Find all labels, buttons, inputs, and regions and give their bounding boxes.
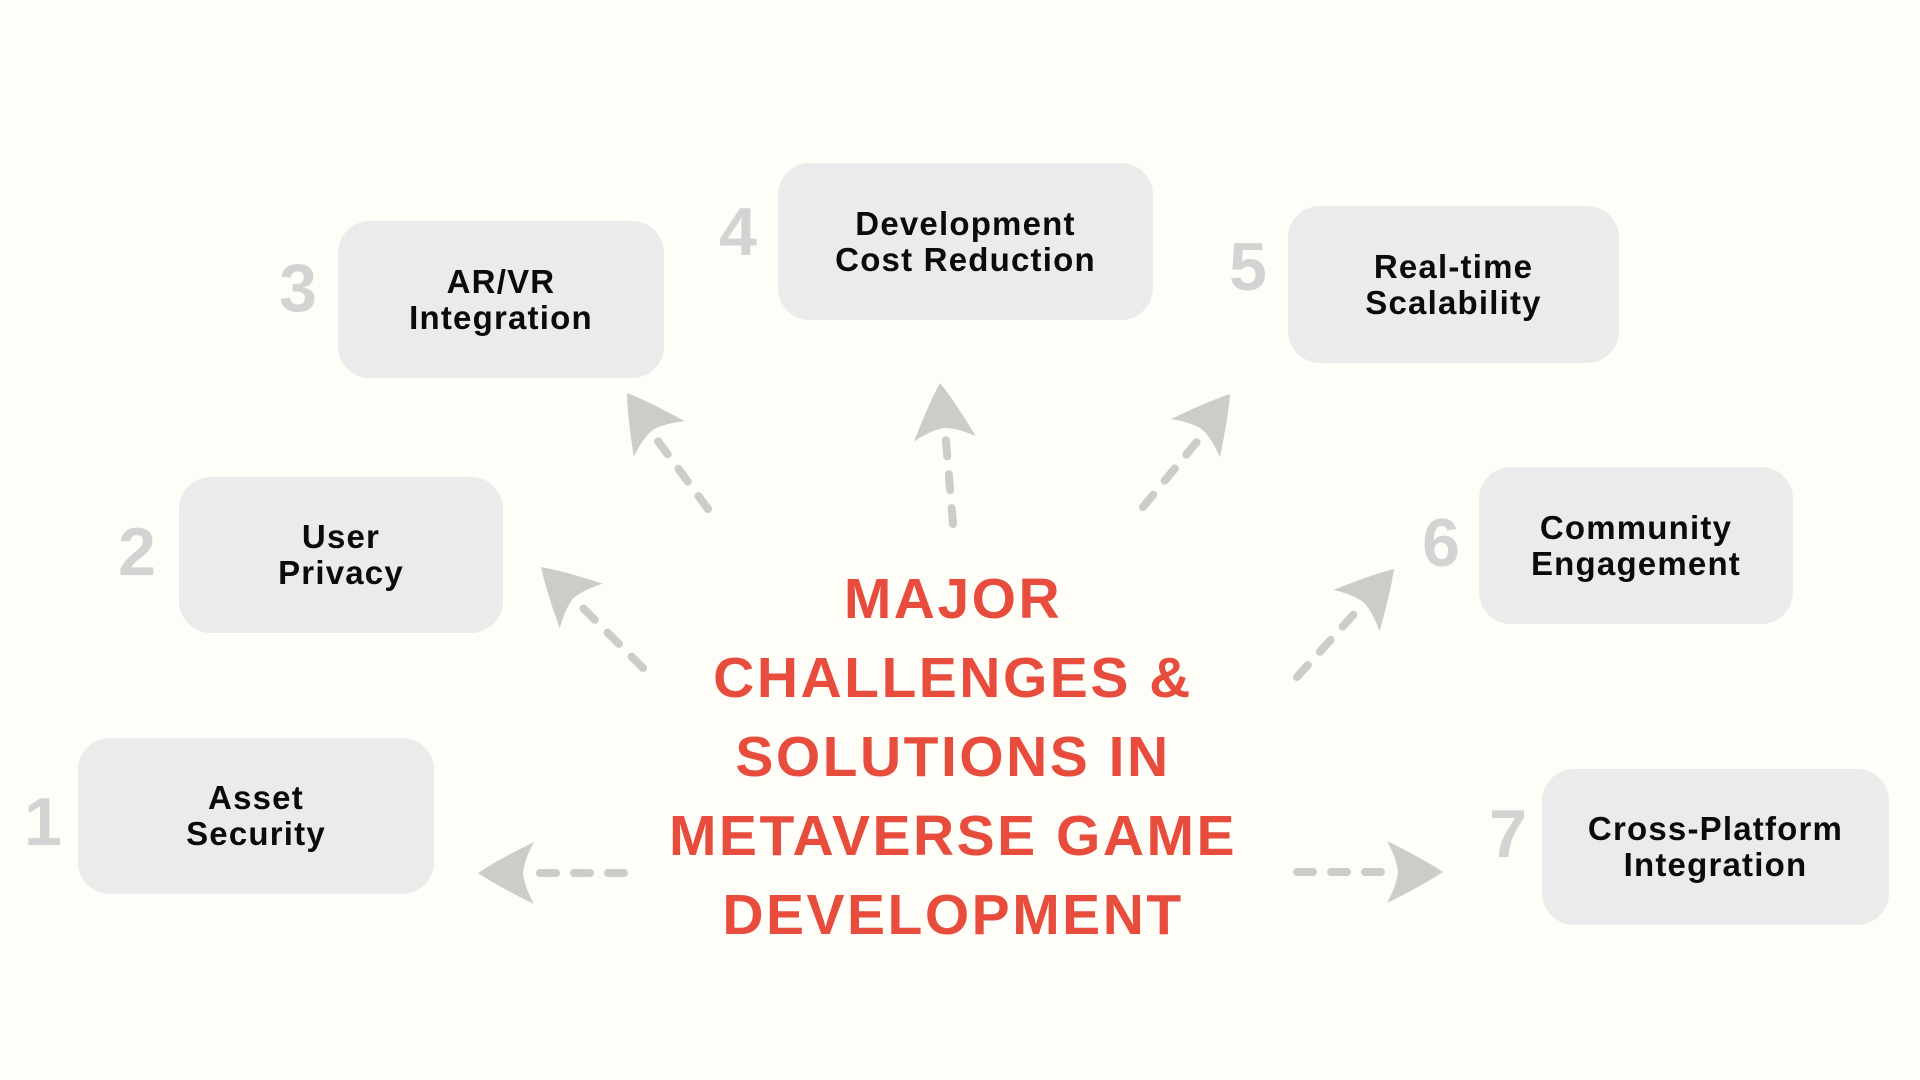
- card-label-line: Scalability: [1365, 283, 1542, 321]
- card-label-line: AR/VR: [446, 262, 556, 300]
- arrowhead-icon: [1387, 841, 1443, 903]
- title-line: CHALLENGES &: [713, 646, 1193, 710]
- card-label-line: User: [301, 518, 381, 555]
- card-realtime-scalability: Real-time Scalability: [1288, 206, 1619, 363]
- title-line: METAVERSE GAME: [668, 804, 1238, 868]
- item-number-5: 5: [1229, 229, 1267, 305]
- item-number-3: 3: [279, 250, 317, 326]
- card-label-line: Privacy: [278, 554, 404, 591]
- arrow-to-user-privacy-shaft: [568, 593, 647, 672]
- title-line: DEVELOPMENT: [722, 883, 1184, 947]
- item-number-6: 6: [1422, 505, 1460, 581]
- arrowhead-icon: [601, 375, 685, 457]
- title-line: MAJOR: [843, 567, 1063, 631]
- card-arvr-integration: AR/VR Integration: [338, 221, 664, 378]
- card-label-line: Cross-Platform: [1587, 810, 1844, 847]
- arrow-to-community-shaft: [1293, 599, 1368, 681]
- arrowhead-icon: [909, 380, 976, 442]
- item-number-1: 1: [24, 784, 62, 860]
- arrow-to-realtime-shaft: [1139, 428, 1209, 511]
- card-community-engagement: Community Engagement: [1479, 467, 1793, 624]
- title-line: SOLUTIONS IN: [735, 725, 1171, 789]
- card-label-line: Asset: [208, 779, 304, 816]
- card-development-cost-reduction: Development Cost Reduction: [778, 163, 1153, 320]
- item-number-4: 4: [719, 194, 757, 270]
- card-asset-security: Asset Security: [78, 738, 434, 894]
- arrow-to-dev-cost-shaft: [941, 426, 957, 528]
- item-number-7: 7: [1489, 796, 1527, 872]
- card-label-line: Development: [855, 204, 1076, 242]
- card-label-line: Community: [1539, 508, 1733, 546]
- card-label-line: Cost Reduction: [835, 240, 1096, 278]
- arrowhead-icon: [478, 842, 534, 904]
- card-label-line: Integration: [409, 298, 593, 336]
- diagram-title: MAJOR CHALLENGES & SOLUTIONS IN METAVERS…: [560, 560, 1346, 955]
- card-label-line: Real-time: [1373, 247, 1534, 285]
- item-number-2: 2: [118, 514, 156, 590]
- arrow-to-arvr-shaft: [648, 429, 712, 513]
- card-label-line: Engagement: [1530, 544, 1742, 582]
- arrowhead-icon: [1171, 374, 1255, 458]
- card-cross-platform-integration: Cross-Platform Integration: [1542, 769, 1889, 925]
- card-label-line: Security: [186, 815, 326, 852]
- card-label-line: Integration: [1623, 846, 1808, 883]
- card-user-privacy: User Privacy: [179, 477, 503, 633]
